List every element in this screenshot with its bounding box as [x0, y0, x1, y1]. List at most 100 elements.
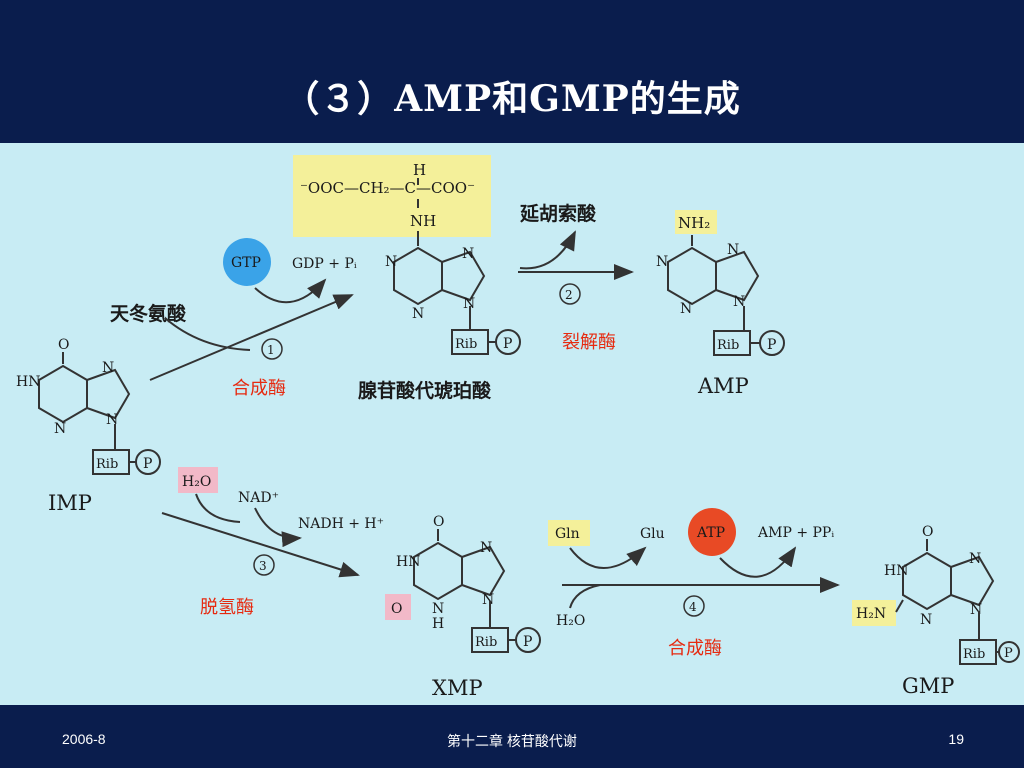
xmp-o-left: O	[391, 601, 402, 617]
step3-arrow	[161, 512, 360, 578]
h2o-label-1: H₂O	[182, 474, 211, 490]
aspartate-nh: NH	[410, 212, 436, 230]
xmp-n3: N	[432, 601, 444, 617]
ring1-n1: N	[385, 254, 397, 270]
step1-circle	[261, 338, 283, 360]
step2-circle	[559, 283, 581, 305]
gmp-o: O	[922, 524, 933, 540]
amp-nh2: NH₂	[678, 214, 710, 232]
amp-n3: N	[680, 301, 692, 317]
amp-n7: N	[727, 242, 739, 258]
ring1-n7: N	[462, 246, 474, 262]
amp-label: AMP	[697, 374, 749, 398]
step1-arrow	[149, 294, 354, 381]
imp-n3: N	[54, 421, 66, 437]
step3-circle	[253, 554, 275, 576]
nad-label: NAD⁺	[238, 490, 279, 506]
rib-label-imp: Rib	[96, 457, 118, 472]
phosphate-label-xmp: P	[523, 634, 532, 650]
amp-ring	[667, 246, 760, 306]
lyase-label: 裂解酶	[562, 332, 616, 353]
rib-label-1: Rib	[455, 337, 477, 352]
xmp-n7: N	[480, 540, 492, 556]
glu-label: Glu	[640, 526, 665, 542]
phosphate-imp	[135, 449, 161, 475]
imp-ring	[38, 364, 131, 424]
imp-n9: N	[106, 412, 118, 428]
slide-title: （３）AMP和GMP的生成	[283, 78, 741, 120]
gdp-pi-label: GDP + Pᵢ	[292, 256, 357, 272]
aspartate-highlight	[293, 155, 491, 237]
rib-box-xmp	[471, 627, 509, 653]
rib-label-xmp: Rib	[475, 635, 497, 650]
amp-n9: N	[733, 294, 745, 310]
adenylosuccinate-label: 腺苷酸代琥珀酸	[357, 379, 492, 402]
footer-date: 2006-8	[62, 731, 106, 747]
gln-label: Gln	[555, 526, 580, 542]
gmp-n3: N	[920, 612, 932, 628]
rib-label-gmp: Rib	[963, 647, 985, 662]
rib-box-imp	[92, 449, 130, 475]
imp-o: O	[58, 337, 69, 353]
gmp-n9: N	[970, 602, 982, 618]
ring1-n9: N	[463, 296, 475, 312]
h2n-highlight	[852, 600, 896, 626]
gtp-circle	[223, 238, 271, 286]
phosphate-label-imp: P	[143, 456, 152, 472]
ring1-n3: N	[412, 306, 424, 322]
amp-n1: N	[656, 254, 668, 270]
xmp-hn: HN	[396, 554, 420, 570]
xmp-o-highlight	[385, 594, 411, 620]
rib-label-2: Rib	[717, 338, 739, 353]
gtp-label: GTP	[231, 255, 261, 271]
xmp-n9: N	[482, 592, 494, 608]
xmp-ring	[413, 541, 506, 601]
step2-label: 2	[565, 288, 573, 302]
gmp-hn: HN	[884, 563, 908, 579]
aspartate-formula: ⁻OOC—CH₂—C—COO⁻	[300, 179, 475, 197]
synthase2-label: 合成酶	[668, 638, 722, 659]
page-number: 19	[948, 731, 964, 747]
amp-ppi-label: AMP + PPᵢ	[757, 525, 834, 541]
step4-circle	[683, 595, 705, 617]
xmp-o-top: O	[433, 514, 444, 530]
adenylosuccinate-ring	[393, 246, 486, 306]
gln-highlight	[548, 520, 590, 546]
synthase1-label: 合成酶	[232, 378, 286, 399]
imp-hn: HN	[16, 374, 40, 390]
gmp-label: GMP	[902, 674, 954, 698]
step1-label: 1	[267, 343, 275, 357]
imp-n7: N	[102, 360, 114, 376]
phosphate-label-gmp: P	[1004, 646, 1013, 661]
title-band: （３）AMP和GMP的生成	[0, 0, 1024, 142]
pathway-figure: H ⁻OOC—CH₂—C—COO⁻ NH N N N N Rib P 腺苷酸代琥…	[0, 143, 1024, 705]
h2o-highlight-1	[178, 467, 218, 493]
aspartate-label: 天冬氨酸	[110, 302, 187, 325]
step4-label: 4	[689, 600, 697, 614]
phosphate-2	[759, 330, 785, 356]
xmp-label: XMP	[432, 676, 483, 700]
aspartate-h: H	[413, 161, 426, 179]
dehydrogenase-label: 脱氢酶	[200, 597, 254, 618]
fumarate-label: 延胡索酸	[519, 202, 597, 225]
phosphate-label-1: P	[503, 336, 512, 352]
phosphate-xmp	[515, 627, 541, 653]
pathway-diagram: H ⁻OOC—CH₂—C—COO⁻ NH N N N N Rib P 腺苷酸代琥…	[16, 155, 1020, 700]
nadh-label: NADH + H⁺	[298, 516, 384, 532]
rib-box-gmp	[959, 639, 997, 665]
nh2-highlight	[675, 210, 717, 234]
phosphate-label-2: P	[767, 337, 776, 353]
gmp-h2n: H₂N	[856, 606, 886, 622]
phosphate-gmp	[998, 641, 1020, 663]
gmp-n7: N	[969, 551, 981, 567]
atp-label: ATP	[696, 525, 725, 541]
phosphate-1	[495, 329, 521, 355]
atp-circle	[688, 508, 736, 556]
footer-chapter: 第十二章 核苷酸代谢	[447, 733, 577, 749]
imp-label: IMP	[48, 491, 92, 515]
xmp-h3: H	[432, 616, 444, 632]
rib-box-2	[713, 330, 751, 356]
rib-box-1	[451, 329, 489, 355]
step3-label: 3	[259, 559, 267, 573]
